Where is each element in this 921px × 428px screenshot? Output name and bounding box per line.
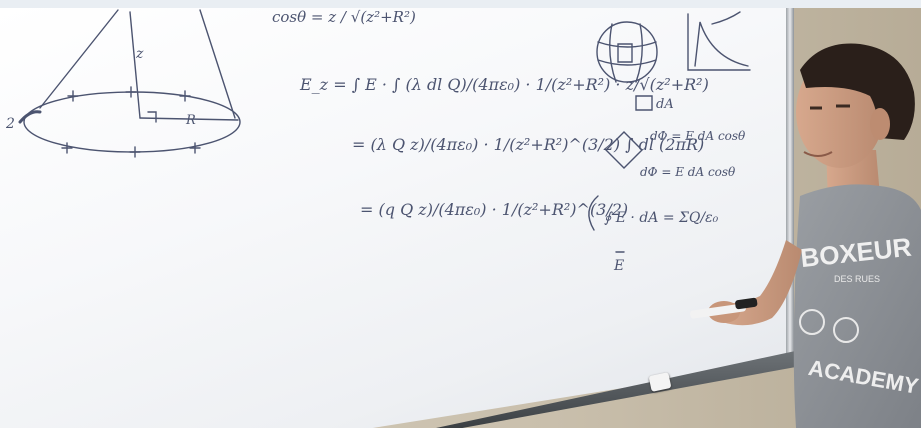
flux-line-2: dΦ = E dA cosθ (640, 165, 736, 179)
flux-line-1: dΦ = E dA cosθ (650, 129, 746, 143)
sphere-and-graph-sketch: dA (596, 11, 751, 112)
equation-line-1: E_z = ∫ E · ∫ (λ dl Q)/(4πε₀) · 1/(z²+R²… (299, 75, 709, 94)
label-dA: dA (656, 97, 674, 112)
shirt-sub-text: DES RUES (834, 274, 880, 284)
whiteboard (0, 8, 793, 428)
label-z: z (135, 46, 144, 62)
flux-notes: dΦ = E dA cosθ dΦ = E dA cosθ ∮ E · dA =… (588, 129, 746, 274)
t-shirt (793, 184, 921, 428)
label-R: R (185, 113, 196, 128)
board-top-frame (0, 0, 921, 8)
equation-top-fragment: cosθ = z / √(z²+R²) (272, 8, 416, 26)
ear (870, 108, 890, 140)
gauss-law: ∮ E · dA = ΣQ/ε₀ (604, 210, 719, 226)
marker (690, 297, 758, 319)
whiteboard-right-frame (786, 8, 794, 358)
label-E: E (613, 258, 624, 274)
cone-ring-diagram: z R 2 (5, 9, 241, 158)
label-two: 2 (5, 116, 15, 132)
equation-line-3: = (q Q z)/(4πε₀) · 1/(z²+R²)^(3/2) (360, 200, 628, 219)
equation-block: cosθ = z / √(z²+R²) E_z = ∫ E · ∫ (λ dl … (272, 8, 709, 219)
